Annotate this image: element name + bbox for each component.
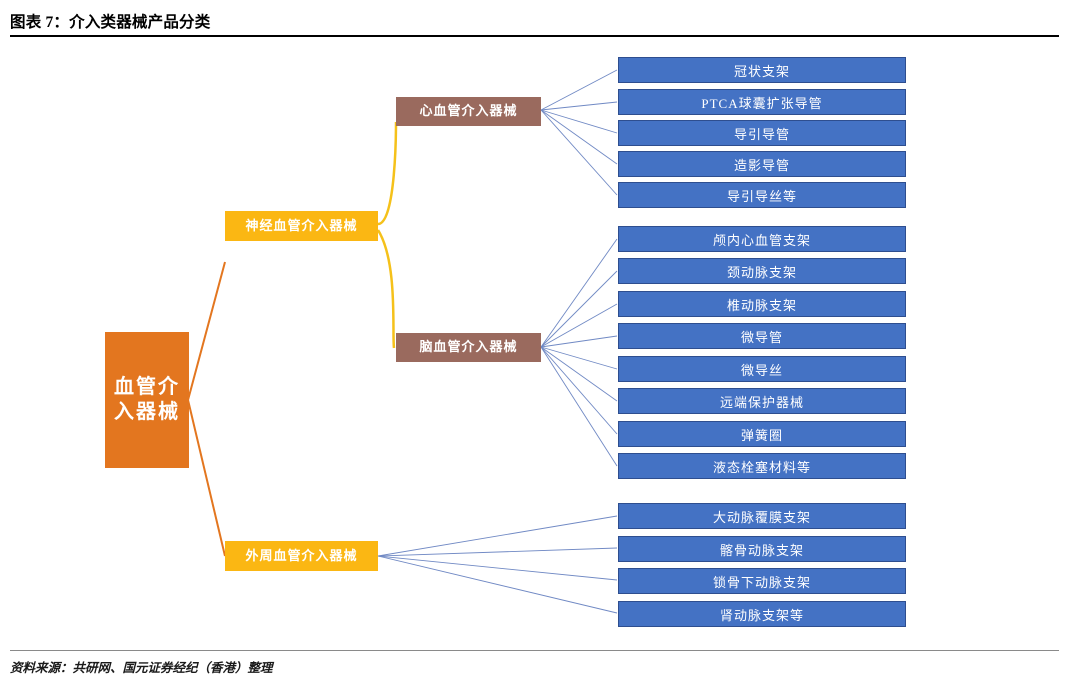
leaf-item[interactable]: 微导丝 xyxy=(618,356,906,382)
leaf-item[interactable]: 造影导管 xyxy=(618,151,906,177)
fan-cardio xyxy=(540,69,618,196)
leaf-item[interactable]: 微导管 xyxy=(618,323,906,349)
leaf-item[interactable]: 远端保护器械 xyxy=(618,388,906,414)
leaf-item[interactable]: 导引导管 xyxy=(618,120,906,146)
link-neuro-to-cerebro xyxy=(376,229,396,349)
leaf-item[interactable]: 冠状支架 xyxy=(618,57,906,83)
leaf-item[interactable]: PTCA球囊扩张导管 xyxy=(618,89,906,115)
leaf-item[interactable]: 锁骨下动脉支架 xyxy=(618,568,906,594)
leaf-item[interactable]: 液态栓塞材料等 xyxy=(618,453,906,479)
leaf-item[interactable]: 肾动脉支架等 xyxy=(618,601,906,627)
node-cardiovascular[interactable]: 心血管介入器械 xyxy=(396,97,541,126)
page-title: 图表 7：介入类器械产品分类 xyxy=(10,14,211,31)
leaf-item[interactable]: 大动脉覆膜支架 xyxy=(618,503,906,529)
leaf-item[interactable]: 椎动脉支架 xyxy=(618,291,906,317)
fan-cerebro xyxy=(540,238,618,467)
link-root-to-peripheral xyxy=(187,399,226,557)
source-note: 资料来源：共研网、国元证券经纪（香港）整理 xyxy=(10,661,273,675)
connector-lines xyxy=(187,69,618,614)
node-peripheral-vascular[interactable]: 外周血管介入器械 xyxy=(225,541,378,571)
leaf-item[interactable]: 弹簧圈 xyxy=(618,421,906,447)
link-root-to-neuro xyxy=(187,261,226,401)
node-cerebrovascular[interactable]: 脑血管介入器械 xyxy=(396,333,541,362)
title-divider xyxy=(10,35,1059,37)
link-neuro-to-cardio xyxy=(377,121,398,226)
node-root[interactable]: 血管介入器械 xyxy=(105,332,189,468)
leaf-item[interactable]: 颈动脉支架 xyxy=(618,258,906,284)
diagram-canvas: 血管介入器械 神经血管介入器械 外周血管介入器械 心血管介入器械 脑血管介入器械… xyxy=(0,42,1069,642)
leaf-item[interactable]: 颅内心血管支架 xyxy=(618,226,906,252)
leaf-item[interactable]: 髂骨动脉支架 xyxy=(618,536,906,562)
footer-divider xyxy=(10,650,1059,651)
fan-peripheral xyxy=(377,515,618,614)
node-neurovascular[interactable]: 神经血管介入器械 xyxy=(225,211,378,241)
leaf-item[interactable]: 导引导丝等 xyxy=(618,182,906,208)
